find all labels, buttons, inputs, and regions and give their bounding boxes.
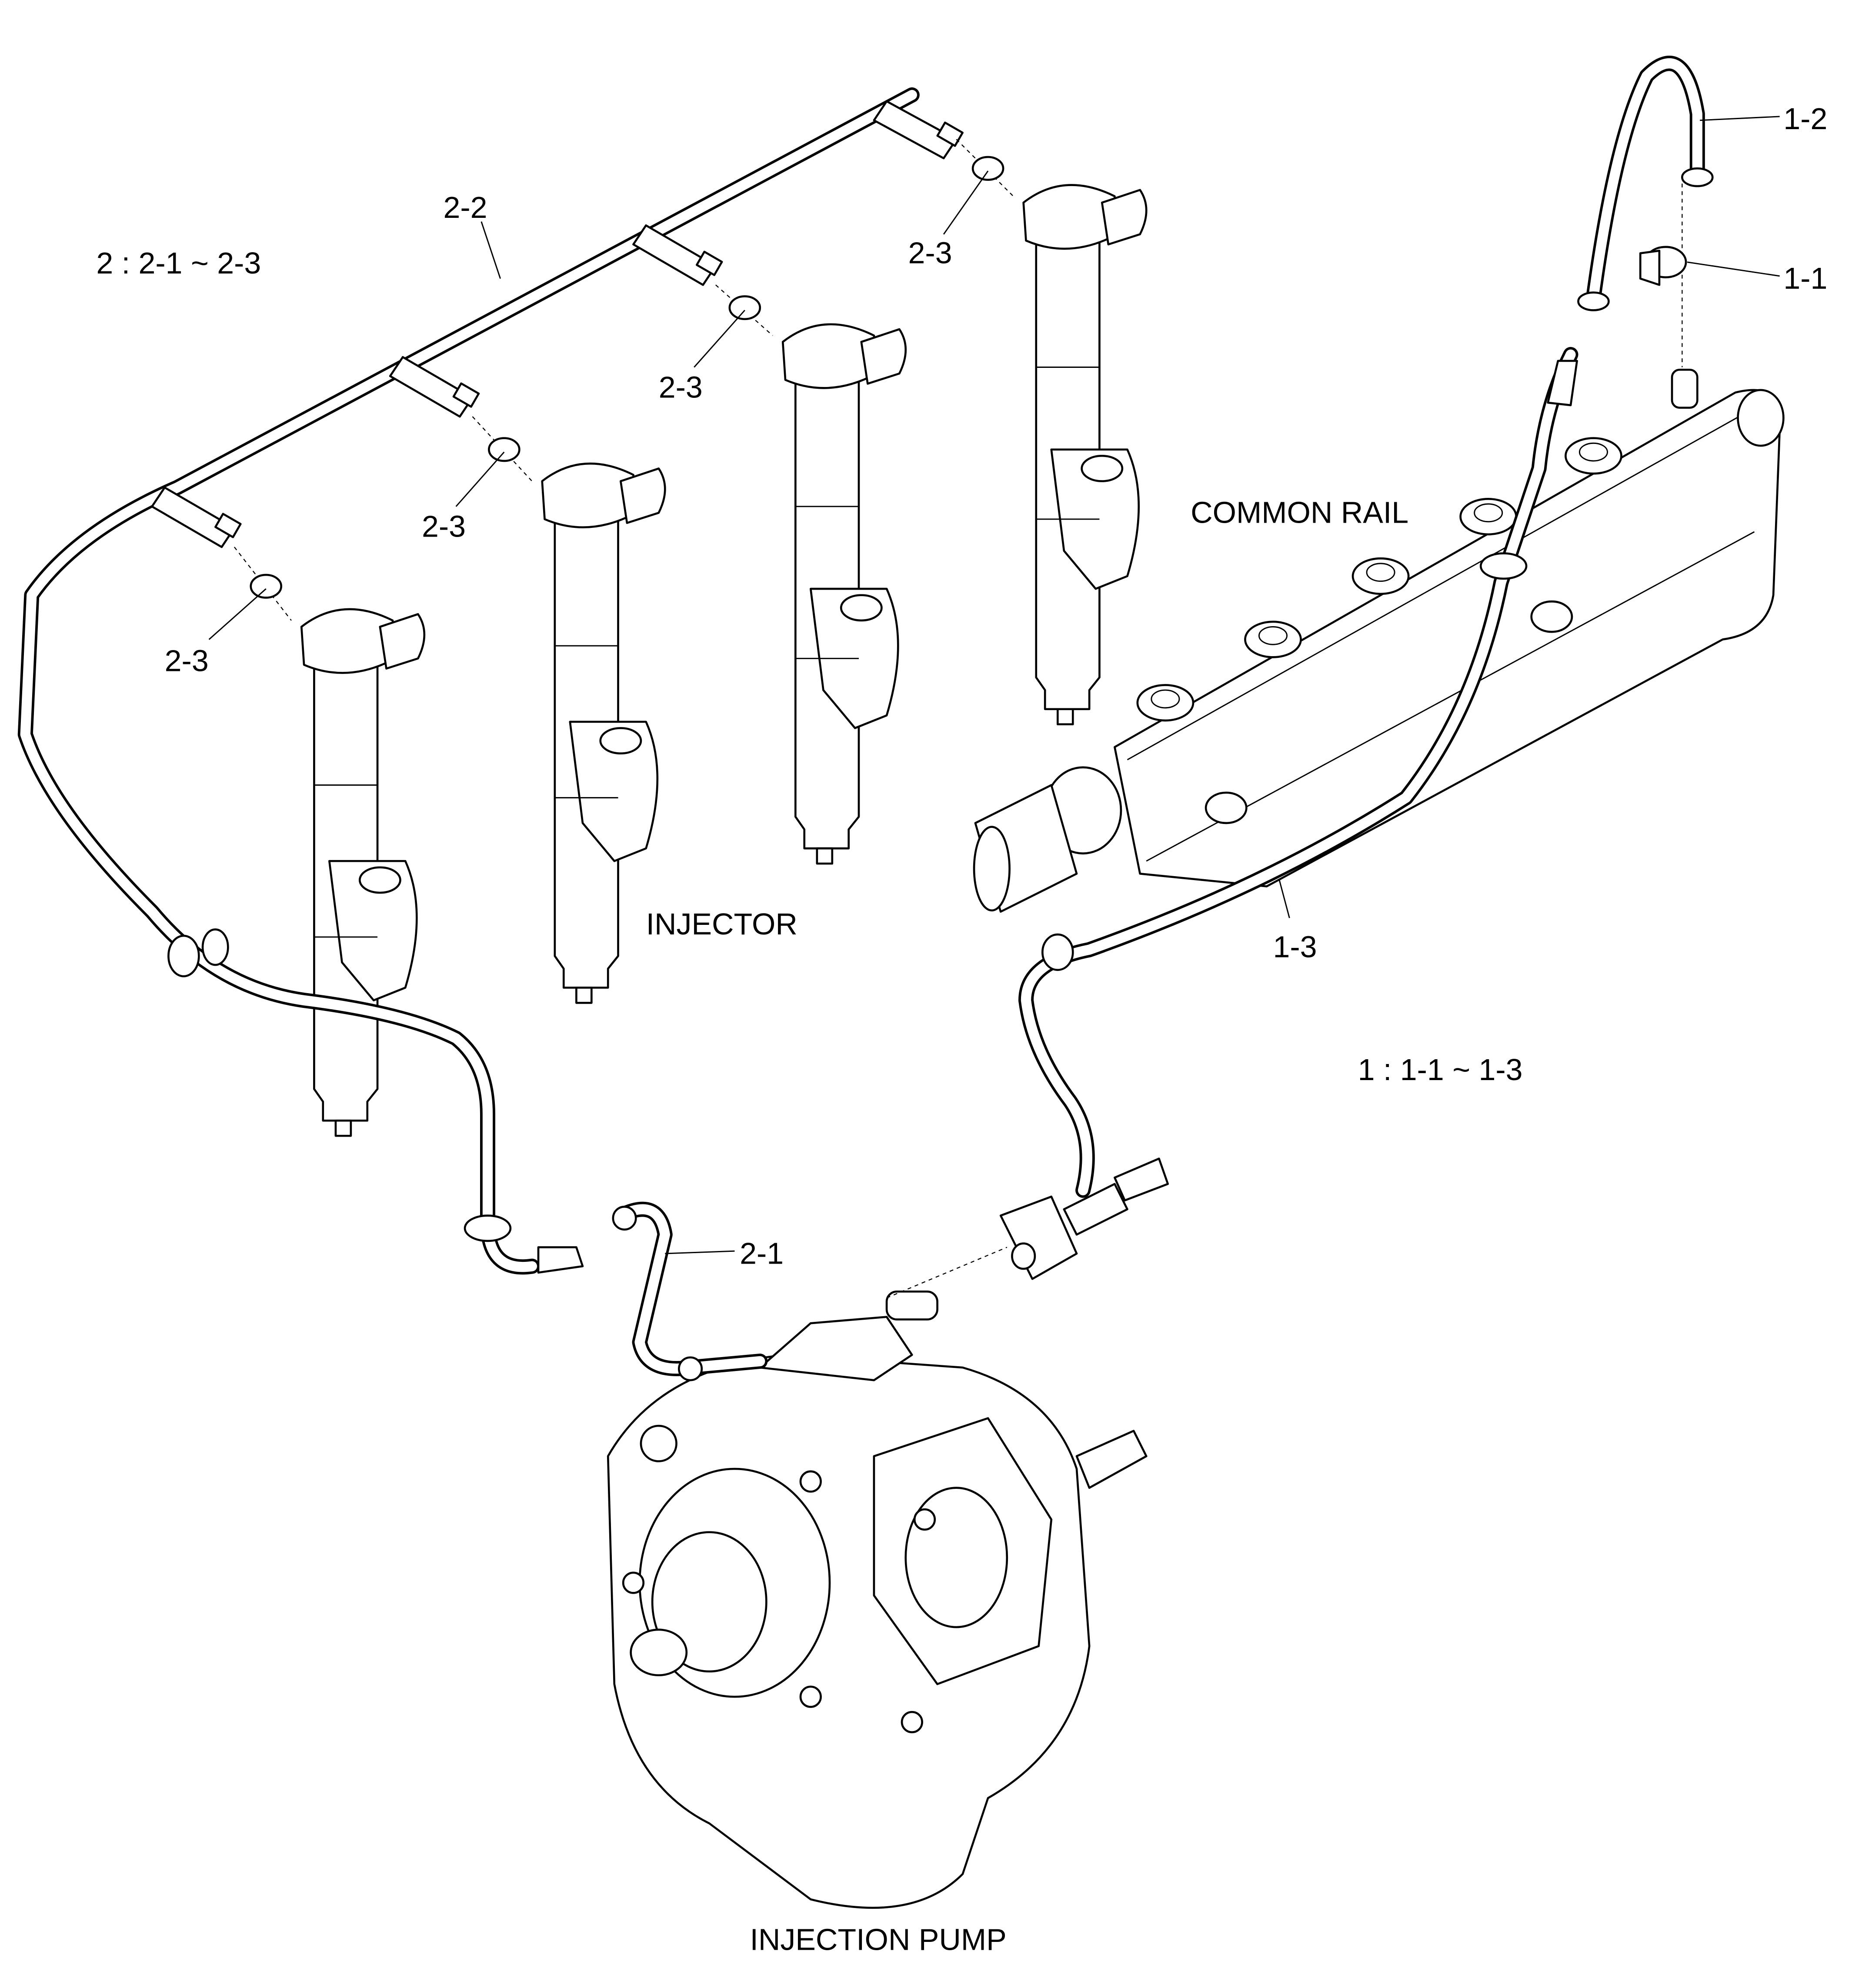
common-rail — [973, 369, 1785, 913]
callout-1-3: 1-3 — [1273, 930, 1317, 964]
clip-2-3-a — [234, 547, 292, 621]
hose-clip — [1479, 552, 1528, 580]
hose-clip — [464, 1214, 512, 1242]
rail-port — [1565, 437, 1622, 475]
callout-2-2: 2-2 — [444, 190, 487, 224]
clip-2-3-d — [956, 139, 1014, 197]
hose-clip — [1041, 933, 1074, 971]
clip-1-1 — [1639, 183, 1687, 367]
label-injector: INJECTOR — [646, 907, 798, 941]
leader-lines — [208, 116, 1780, 1254]
hose-1-3 — [886, 347, 1578, 1298]
clip-2-3-b — [472, 416, 533, 482]
rail-port — [1459, 498, 1518, 536]
label-injection-pump: INJECTION PUMP — [750, 1923, 1006, 1957]
callout-1-2: 1-2 — [1783, 102, 1827, 136]
injector-3 — [781, 323, 907, 865]
injector-1 — [300, 608, 426, 1137]
rail-port — [1136, 684, 1195, 722]
hose-2-1 — [612, 1201, 768, 1381]
label-group-2: 2 : 2-1 ~ 2-3 — [96, 246, 261, 280]
callout-1-1: 1-1 — [1783, 261, 1827, 295]
hose-2-2 — [17, 87, 964, 1275]
rail-port — [1244, 620, 1302, 658]
hose-tee — [632, 224, 723, 286]
injection-pump — [607, 1291, 1148, 1909]
hose-tee — [389, 356, 480, 418]
callout-2-3-b: 2-3 — [422, 510, 466, 544]
callout-2-3-c: 2-3 — [659, 370, 703, 404]
label-common-rail: COMMON RAIL — [1191, 496, 1408, 530]
hose-tee — [873, 100, 964, 160]
injector-4 — [1022, 184, 1148, 726]
callout-2-1: 2-1 — [740, 1236, 784, 1270]
callout-2-3-a: 2-3 — [165, 644, 209, 677]
hose-1-2 — [1577, 56, 1714, 311]
banjo-fitting — [999, 1157, 1169, 1280]
injector-2 — [541, 462, 666, 1004]
callout-2-3-d: 2-3 — [908, 236, 952, 270]
label-group-1: 1 : 1-1 ~ 1-3 — [1358, 1053, 1523, 1087]
hose-tee — [151, 486, 242, 548]
hose-clip — [167, 928, 229, 977]
rail-port — [1351, 557, 1410, 595]
rail-pressure-sensor — [973, 766, 1122, 913]
